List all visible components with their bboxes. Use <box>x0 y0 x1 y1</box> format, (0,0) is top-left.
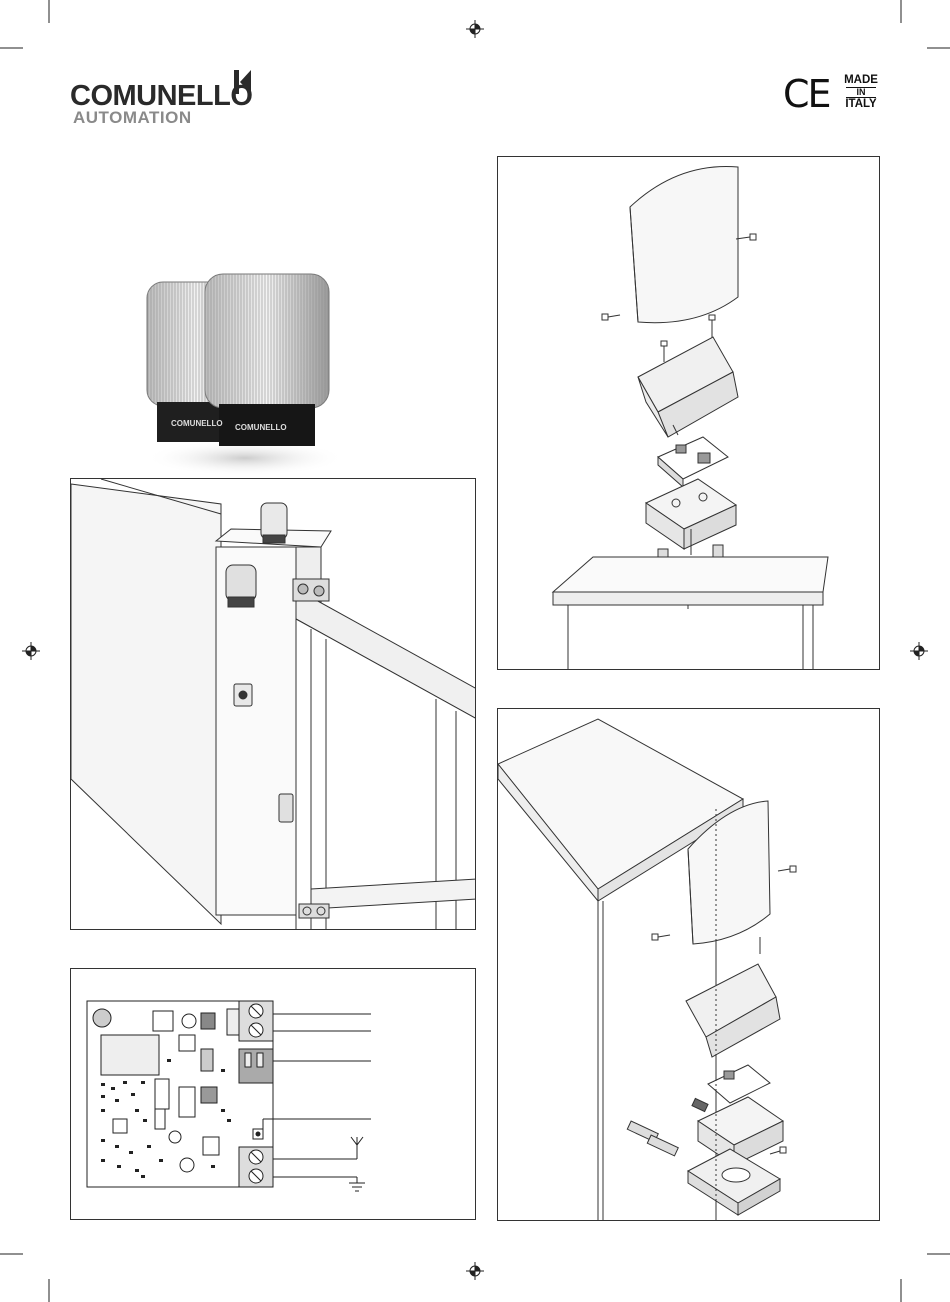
made-in-italy-badge: MADE IN ITALY <box>840 74 882 111</box>
side-mount-exploded-drawing <box>498 709 880 1221</box>
product-photo: COMUNELLO COMUNELLO <box>135 268 345 480</box>
made-text: MADE <box>840 74 882 87</box>
top-mount-exploded-panel <box>497 156 880 670</box>
italy-text: ITALY <box>840 98 882 111</box>
registration-mark-icon <box>910 642 928 660</box>
circuit-board-panel <box>70 968 476 1220</box>
circuit-board-drawing <box>71 969 476 1220</box>
gate-installation-panel <box>70 478 476 930</box>
in-text: IN <box>846 87 876 98</box>
gate-installation-drawing <box>71 479 476 930</box>
antenna-symbol-icon <box>351 1137 363 1159</box>
ground-symbol-icon <box>349 1177 365 1191</box>
brand-k-mark-icon <box>234 70 252 94</box>
registration-mark-icon <box>22 642 40 660</box>
housing-label: COMUNELLO <box>235 423 287 432</box>
brand-subtitle: AUTOMATION <box>73 108 192 128</box>
housing-label-back: COMUNELLO <box>171 419 223 428</box>
side-mount-exploded-panel <box>497 708 880 1221</box>
top-mount-exploded-drawing <box>498 157 880 670</box>
registration-mark-icon <box>466 20 484 38</box>
ce-mark: CE <box>783 72 830 116</box>
registration-mark-icon <box>466 1262 484 1280</box>
